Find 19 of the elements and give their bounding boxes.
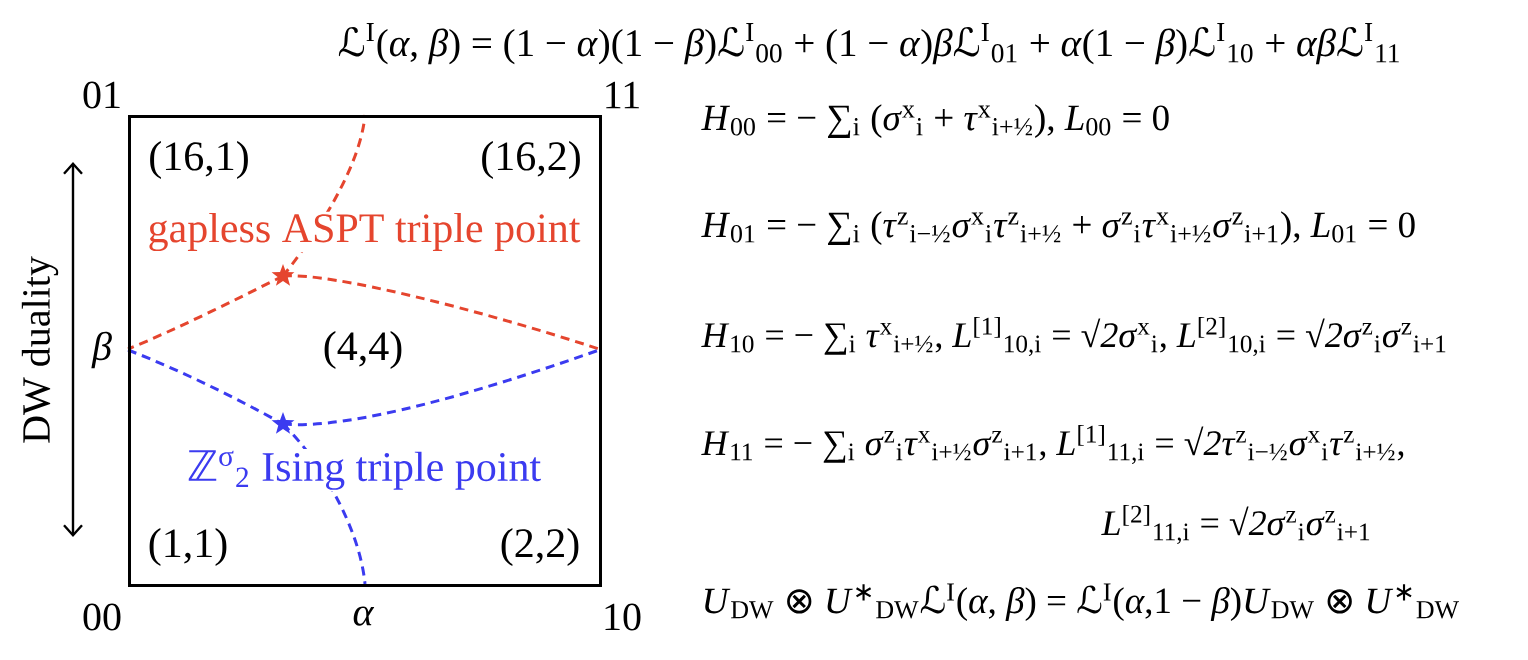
equation: H$_{11}$ = − ∑$_{i}$ σ$^{z}$$_{i}$τ$^{x}$$_{i+½}$σ$^{z}$$_{i+1}$, L$^{[1]}$$_{11,i}$ = √2τ$^{z}$$_{i−½}$σ$^{x}$$_{i}$τ$^{z}$$_{i+½}$,: [701, 425, 1404, 465]
arrow-label: DW duality: [21, 256, 59, 443]
equation: L$^{[2]}$$_{11,i}$ = √2σ$^{z}$$_{i}$σ$^{z}$i+1: [1101, 505, 1370, 545]
phase-label: (16,1): [150, 140, 248, 180]
triple-point-label: gapless ASPT triple point: [146, 211, 582, 253]
equation: ℒ$^{I}$(α, β) = (1 − α)(1 − β)ℒ$^{I}$$_{00}$ + (1 − α)βℒ$^{I}$$_{01}$ + α(1 − β)ℒ$^{I}$$_{10}$ + αβℒ$^{I}$11: [338, 23, 1399, 65]
triple-point-label: ℤ$^{σ}$$_{2}$ Ising triple point: [185, 448, 543, 492]
corner-label: 10: [605, 603, 641, 631]
phase-label: (1,1): [149, 527, 227, 567]
phase-label: (4,4): [324, 330, 402, 370]
equation: H$_{00}$ = − ∑$_{i}$ (σ$^{x}$$_{i}$ + τ$^{x}$$_{i+½}$), L$_{00}$ = 0: [701, 104, 1169, 138]
phase-label: (2,2): [501, 527, 579, 567]
corner-label: 01: [83, 81, 120, 109]
corner-label: 11: [606, 81, 639, 109]
equation: H$_{10}$ = − ∑$_{i}$ τ$^{x}$$_{i+½}$, L$^{[1]}$$_{10,i}$ = √2σ$^{x}$$_{i}$, L$^{[2]}$$_{10,i}$ = √2σ$^{z}$$_{i}$σ$^{z}$i+1: [701, 317, 1446, 357]
corner-label: 00: [83, 603, 121, 631]
equation: U$_{DW}$ ⊗ U$^{∗}$$_{DW}$ℒ$^{I}$(α, β) = ℒ$^{I}$(α,1 − β)U$_{DW}$ ⊗ U$^{∗}$DW: [705, 583, 1459, 621]
equation: H$_{01}$ = − ∑$_{i}$ (τ$^{z}$$_{i−½}$σ$^{x}$$_{i}$τ$^{z}$$_{i+½}$ + σ$^{z}$$_{i}$τ$^{x}$$_{i+½}$σ$^{z}$$_{i+1}$), L$_{01}$ = 0: [701, 211, 1415, 245]
phase-label: (16,2): [482, 140, 580, 180]
